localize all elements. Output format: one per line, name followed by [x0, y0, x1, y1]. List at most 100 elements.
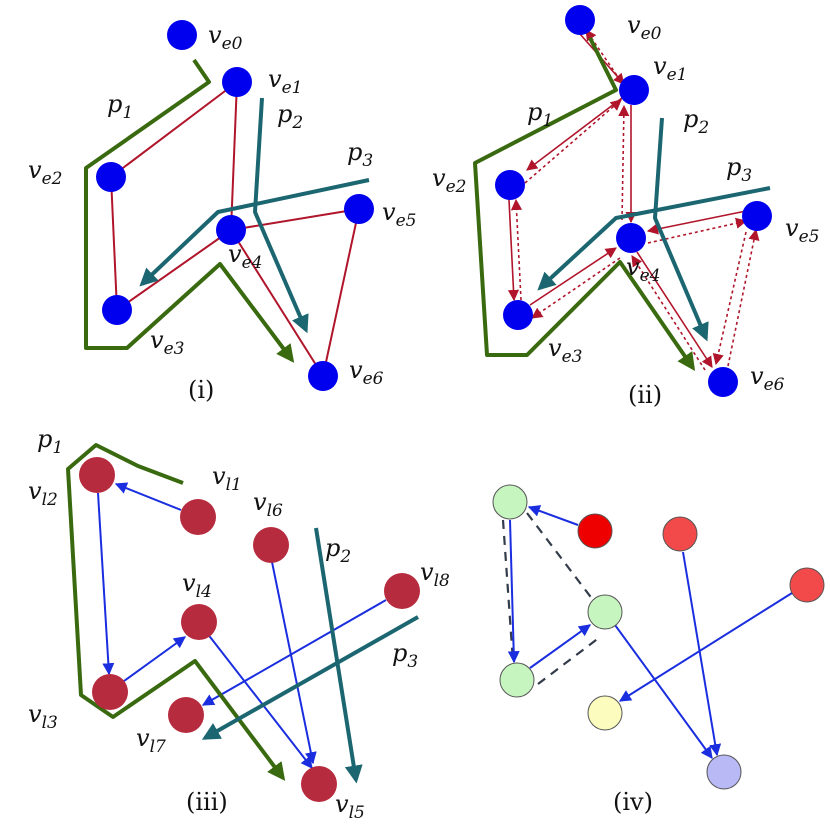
edge [529, 624, 591, 669]
panel-i-edges [110, 81, 360, 377]
edge [527, 505, 579, 526]
label-vl1: vl1 [212, 462, 242, 495]
node-ve6[interactable] [308, 361, 338, 391]
node-light-red[interactable] [789, 567, 825, 603]
node-ve1[interactable] [222, 67, 252, 97]
path-p3-line [201, 615, 419, 740]
path-p2-line [653, 117, 709, 342]
node-ve4[interactable] [616, 223, 646, 253]
label-p3: p3 [347, 138, 373, 171]
node-ve5[interactable] [344, 194, 374, 224]
panel-iii-labels: vl1 vl2 vl3 vl4 vl5 vl6 vl7 vl8 p1 p2 p3… [28, 425, 450, 823]
node-ve4[interactable] [216, 215, 246, 245]
node-ve2[interactable] [96, 162, 126, 192]
dashed-link [501, 519, 515, 663]
node-vl4[interactable] [181, 604, 217, 640]
node-light-green[interactable] [492, 484, 528, 520]
node-vl6[interactable] [253, 527, 289, 563]
edge [114, 482, 182, 511]
panel-iv-dashed-links [501, 512, 601, 685]
path-p2-line [253, 97, 309, 334]
edge [636, 251, 713, 368]
node-light-yellow[interactable] [587, 695, 623, 731]
node-ve5[interactable] [742, 201, 772, 231]
edge [110, 81, 238, 178]
node-light-green[interactable] [499, 662, 535, 698]
dashed-link [526, 512, 594, 601]
label-p2: p2 [277, 100, 303, 133]
label-ve0: ve0 [627, 11, 662, 44]
edge [507, 519, 520, 664]
edge [631, 255, 706, 371]
node-vl1[interactable] [180, 499, 216, 535]
node-vl7[interactable] [168, 697, 204, 733]
label-ve5: ve5 [382, 198, 416, 231]
panel-ii-labels: ve0 ve1 ve2 ve3 ve4 ve5 ve6 p1 p2 p3 (ii… [432, 11, 819, 409]
edge [646, 210, 747, 235]
panel-iv-edges [507, 505, 793, 759]
node-ve6[interactable] [708, 367, 738, 397]
panel-i-nodes [96, 20, 374, 391]
caption-iv: (iv) [613, 788, 653, 816]
label-ve4: ve4 [228, 240, 262, 273]
label-ve5: ve5 [785, 214, 819, 247]
edge [712, 231, 747, 366]
edge [682, 551, 722, 757]
node-ve3[interactable] [102, 295, 132, 325]
node-vl8[interactable] [384, 573, 420, 609]
node-light-green[interactable] [587, 594, 623, 630]
edge [97, 492, 115, 676]
label-vl8: vl8 [420, 558, 450, 591]
node-red[interactable] [577, 513, 613, 549]
label-vl4: vl4 [182, 569, 212, 602]
panel-ii: ve0 ve1 ve2 ve3 ve4 ve5 ve6 p1 p2 p3 (ii… [432, 5, 819, 409]
edge [531, 257, 621, 319]
label-p3: p3 [392, 639, 418, 672]
node-vl5[interactable] [301, 766, 337, 802]
edge [618, 592, 793, 702]
label-p2: p2 [683, 105, 709, 138]
panel-iii-edges [97, 482, 387, 769]
label-p2: p2 [325, 534, 351, 567]
path-p1-line [84, 58, 295, 363]
panel-ii-nodes [495, 5, 772, 397]
path-p3-line [139, 178, 370, 287]
edge [526, 97, 623, 171]
label-vl2: vl2 [28, 477, 58, 510]
edge [271, 561, 317, 765]
edge [110, 176, 118, 311]
edge [206, 632, 313, 769]
label-ve2: ve2 [28, 156, 62, 189]
node-vl2[interactable] [79, 457, 115, 493]
caption-iii: (iii) [186, 788, 228, 816]
node-lavender[interactable] [706, 754, 742, 790]
edge [230, 81, 238, 231]
edge [123, 636, 186, 682]
edge [322, 208, 360, 377]
label-p1: p1 [37, 425, 63, 458]
edge [618, 104, 630, 221]
node-ve0[interactable] [167, 20, 197, 50]
edge [230, 208, 360, 231]
node-ve2[interactable] [495, 170, 525, 200]
label-p1: p1 [107, 90, 133, 123]
node-ve0[interactable] [565, 5, 595, 35]
label-p3: p3 [726, 153, 752, 186]
panel-iii: vl1 vl2 vl3 vl4 vl5 vl6 vl7 vl8 p1 p2 p3… [28, 425, 450, 823]
label-ve6: ve6 [349, 356, 384, 389]
node-ve3[interactable] [503, 300, 533, 330]
node-light-red[interactable] [662, 516, 698, 552]
label-ve4: ve4 [626, 253, 660, 286]
panel-ii-solid-edges [507, 33, 747, 368]
caption-i: (i) [188, 376, 214, 404]
edge [510, 198, 523, 301]
path-p1-line [66, 443, 286, 781]
node-ve1[interactable] [619, 75, 649, 105]
panel-i-labels: ve0 ve1 ve2 ve3 ve4 ve5 ve6 p1 p2 p3 (i) [28, 21, 416, 404]
label-p1: p1 [527, 98, 553, 131]
node-vl3[interactable] [92, 674, 128, 710]
edge [201, 599, 387, 706]
label-ve0: ve0 [208, 21, 243, 54]
panel-iii-nodes [79, 457, 420, 802]
